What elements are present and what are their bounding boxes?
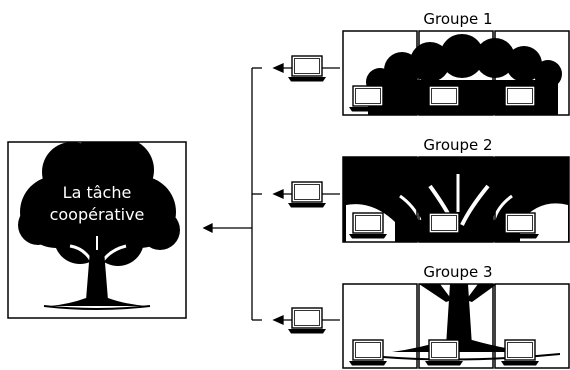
group-3-panel-1 <box>342 283 418 369</box>
laptop-icon <box>287 181 327 209</box>
arrowhead-left-icon <box>202 222 213 234</box>
group-3-panel-2 <box>418 283 494 369</box>
laptop-icon <box>287 307 327 335</box>
laptop-icon <box>287 55 327 83</box>
group-3-label: Groupe 3 <box>423 263 492 281</box>
group-2-panel-1 <box>342 156 418 243</box>
main-task-panel: La tâche coopérative <box>7 141 187 319</box>
group-1: Groupe 1 <box>342 10 570 116</box>
laptop-icon <box>424 339 464 367</box>
connector-lines <box>202 62 340 326</box>
laptop-icon <box>500 212 540 240</box>
main-task-label-line1: La tâche <box>63 183 132 202</box>
laptop-icon <box>348 339 388 367</box>
laptop-icon <box>424 85 464 113</box>
arrowhead-left-icon <box>272 188 284 200</box>
main-task-label-line2: coopérative <box>50 205 145 224</box>
laptop-icon <box>348 212 388 240</box>
group-2-panel-2 <box>418 156 494 243</box>
group-1-label: Groupe 1 <box>423 10 492 28</box>
laptop-icon <box>500 85 540 113</box>
group-2: Groupe 2 <box>342 136 570 243</box>
arrowhead-left-icon <box>272 314 284 326</box>
laptop-icon <box>500 339 540 367</box>
group-2-label: Groupe 2 <box>423 136 492 154</box>
group-3: Groupe 3 <box>342 263 570 369</box>
laptop-icon <box>348 85 388 113</box>
laptop-icon <box>424 212 464 240</box>
group-1-panel-3 <box>494 30 570 116</box>
group-3-panel-3 <box>494 283 570 369</box>
group-2-panel-3 <box>494 156 570 243</box>
group-1-panel-2 <box>418 30 494 116</box>
arrowhead-left-icon <box>272 62 284 74</box>
group-1-panel-1 <box>342 30 418 116</box>
